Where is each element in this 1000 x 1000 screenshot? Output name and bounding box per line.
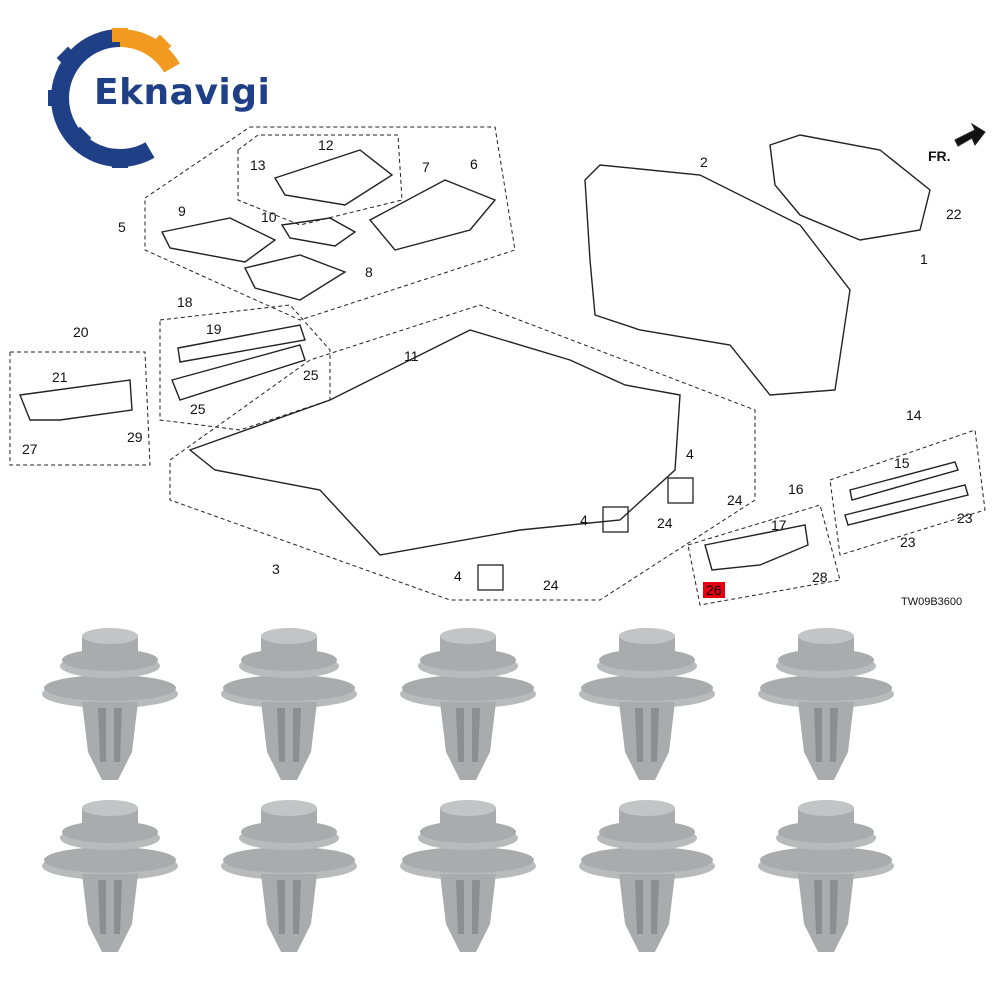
callout-15: 15 (894, 455, 910, 471)
trim-17 (704, 524, 809, 571)
callout-24b: 24 (657, 515, 673, 531)
trim-20 (19, 379, 133, 421)
callout-10: 10 (261, 209, 277, 225)
push-pin-clip (221, 628, 357, 780)
trim-15 (849, 461, 959, 501)
mat-subgroup-outline (237, 134, 403, 226)
push-pin-clip (758, 800, 894, 952)
trim-group-14-outline (829, 429, 986, 556)
trim-18b (171, 344, 306, 401)
callout-6: 6 (470, 156, 478, 172)
callout-4a: 4 (686, 446, 694, 462)
push-pin-clip (42, 800, 178, 952)
push-pin-clip (579, 628, 715, 780)
bracket-4a (667, 477, 694, 504)
bracket-4c (477, 564, 504, 591)
callout-25b: 25 (190, 401, 206, 417)
callout-23a: 23 (957, 510, 973, 526)
push-pin-clip (400, 800, 536, 952)
trim-group-20-outline (9, 351, 151, 466)
mat-9 (160, 217, 277, 263)
callout-4c: 4 (454, 568, 462, 584)
trim-group-18-outline (159, 304, 331, 431)
callout-29: 29 (127, 429, 143, 445)
dash-insulator-1 (769, 134, 931, 241)
callout-22: 22 (946, 206, 962, 222)
callout-16: 16 (788, 481, 804, 497)
gear-logo-icon (48, 28, 180, 168)
callout-24a: 24 (727, 492, 743, 508)
callout-3: 3 (272, 561, 280, 577)
mat-group-outline (144, 126, 516, 321)
trim-group-16-outline (687, 504, 841, 606)
callout-9: 9 (178, 203, 186, 219)
front-marker: FR. (928, 148, 951, 164)
callout-5: 5 (118, 219, 126, 235)
callout-19: 19 (206, 321, 222, 337)
callout-13: 13 (250, 157, 266, 173)
callout-24c: 24 (543, 577, 559, 593)
callout-7: 7 (422, 159, 430, 175)
push-pin-clip (579, 800, 715, 952)
callout-11: 11 (404, 348, 419, 364)
parts-diagram (9, 122, 986, 606)
mat-8 (243, 254, 347, 301)
bracket-4b (602, 506, 629, 533)
trim-19 (177, 324, 306, 363)
callout-14: 14 (906, 407, 922, 423)
callout-4b: 4 (580, 512, 588, 528)
trim-14b (844, 484, 969, 526)
brand-name: Eknavigi (94, 72, 271, 113)
mat-10 (280, 217, 357, 247)
callout-8: 8 (365, 264, 373, 280)
diagram-code: TW09B3600 (901, 596, 963, 608)
mat-6 (368, 179, 497, 251)
push-pin-clip (758, 628, 894, 780)
push-pin-clip (42, 628, 178, 780)
callout-17: 17 (771, 517, 787, 533)
callout-1: 1 (920, 251, 928, 267)
callout-25a: 25 (303, 367, 319, 383)
callout-2: 2 (700, 154, 708, 170)
callout-28: 28 (812, 569, 828, 585)
mat-7 (273, 149, 394, 206)
callout-23b: 23 (900, 534, 916, 550)
push-pin-clip (221, 800, 357, 952)
callout-26: 26 (703, 582, 725, 598)
callout-21: 21 (52, 369, 68, 385)
front-arrow-icon (954, 122, 986, 147)
callout-27: 27 (22, 441, 38, 457)
carpet-outline (169, 304, 756, 601)
dash-insulator-2 (584, 164, 851, 396)
carpet-3 (188, 329, 681, 556)
callout-20: 20 (73, 324, 89, 340)
callout-18: 18 (177, 294, 193, 310)
push-pin-clip (400, 628, 536, 780)
callout-12: 12 (318, 137, 334, 153)
